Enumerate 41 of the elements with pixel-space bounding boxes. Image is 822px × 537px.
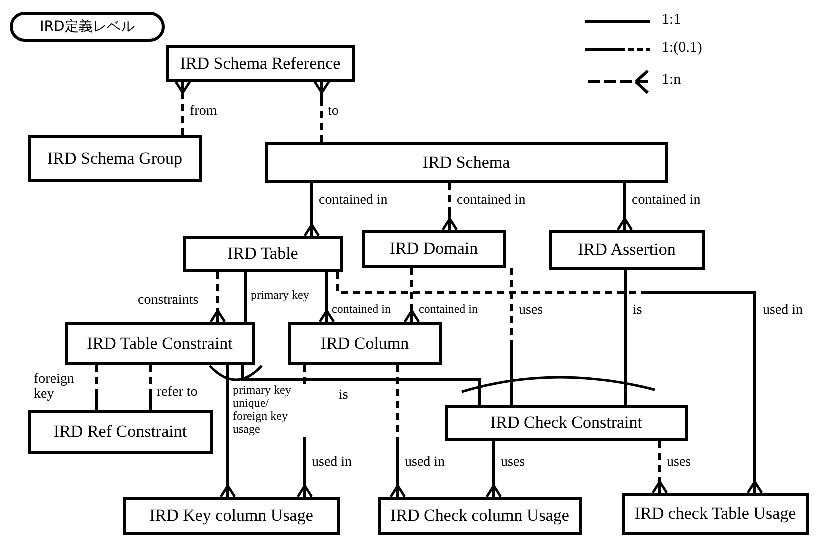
edge-label: primary key unique/ foreign key usage <box>232 384 306 436</box>
edge-label: contained in <box>331 303 392 316</box>
relationship-line <box>318 272 336 324</box>
relationship-line <box>150 365 152 410</box>
entity-box: IRD Check column Usage <box>378 497 582 535</box>
relationship-line <box>174 80 192 135</box>
relationship-line <box>652 441 668 494</box>
entity-box: IRD Check Constraint <box>445 405 688 441</box>
entity-box: IRD Schema Reference <box>166 45 355 82</box>
level-badge: IRD定義レベル <box>10 12 165 42</box>
entity-box: IRD check Table Usage <box>622 493 809 535</box>
legend-label: 1:n <box>662 72 682 89</box>
entity-box: IRD Key column Usage <box>123 497 340 535</box>
relationship-line <box>510 268 514 405</box>
relationship-line <box>242 365 482 405</box>
relationship-line <box>314 80 330 142</box>
legend-label: 1:(0.1) <box>662 40 702 57</box>
relationship-line <box>404 268 420 324</box>
entity-box: IRD Schema <box>265 142 668 183</box>
entity-box: IRD Schema Group <box>28 135 202 182</box>
legend-label: 1:1 <box>662 12 682 29</box>
entity-box: IRD Domain <box>362 230 506 268</box>
relationship-line <box>244 272 248 322</box>
relationship-line <box>220 365 236 498</box>
relationship-line <box>486 441 502 498</box>
relationship-line <box>96 365 98 410</box>
entity-box: IRD Table Constraint <box>65 322 255 365</box>
edge-label: contained in <box>418 303 479 316</box>
relationship-line <box>390 365 406 498</box>
relationship-line <box>304 183 320 238</box>
entity-box: IRD Ref Constraint <box>28 410 213 454</box>
relationship-line <box>624 270 628 405</box>
relationship-line <box>442 183 458 232</box>
relationship-line <box>616 183 634 232</box>
relationship-line <box>210 272 226 324</box>
edge-label: primary key <box>250 289 310 302</box>
entity-box: IRD Column <box>288 322 442 365</box>
relationship-line <box>336 272 764 494</box>
entity-box: IRD Assertion <box>549 230 705 270</box>
relationship-line <box>296 365 314 498</box>
entity-box: IRD Table <box>183 236 343 272</box>
